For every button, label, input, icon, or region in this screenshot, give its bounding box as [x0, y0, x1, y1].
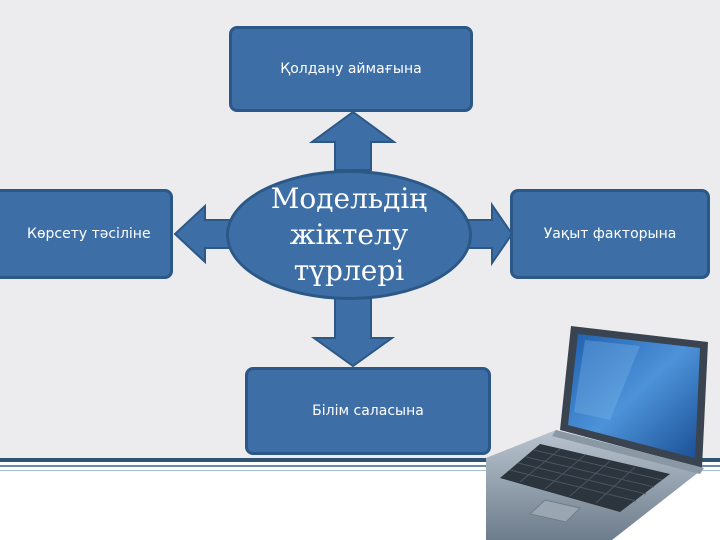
node-bottom: Білім саласына	[245, 367, 491, 455]
node-right: Уақыт факторына	[510, 189, 710, 279]
node-top: Қолдану аймағына	[229, 26, 473, 112]
node-top-label: Қолдану аймағына	[280, 61, 422, 77]
footer-stripe	[0, 465, 720, 467]
node-left: Көрсету тәсіліне	[0, 189, 173, 279]
arrow-up	[308, 110, 398, 171]
center-node: Модельдің жіктелу түрлері	[226, 170, 472, 300]
footer-stripe	[0, 470, 720, 471]
footer-stripe	[0, 458, 720, 462]
node-left-label: Көрсету тәсіліне	[27, 226, 151, 242]
arrow-down	[310, 297, 396, 368]
center-node-label: Модельдің жіктелу түрлері	[270, 182, 428, 287]
node-right-label: Уақыт факторына	[543, 226, 677, 242]
node-bottom-label: Білім саласына	[312, 403, 424, 419]
